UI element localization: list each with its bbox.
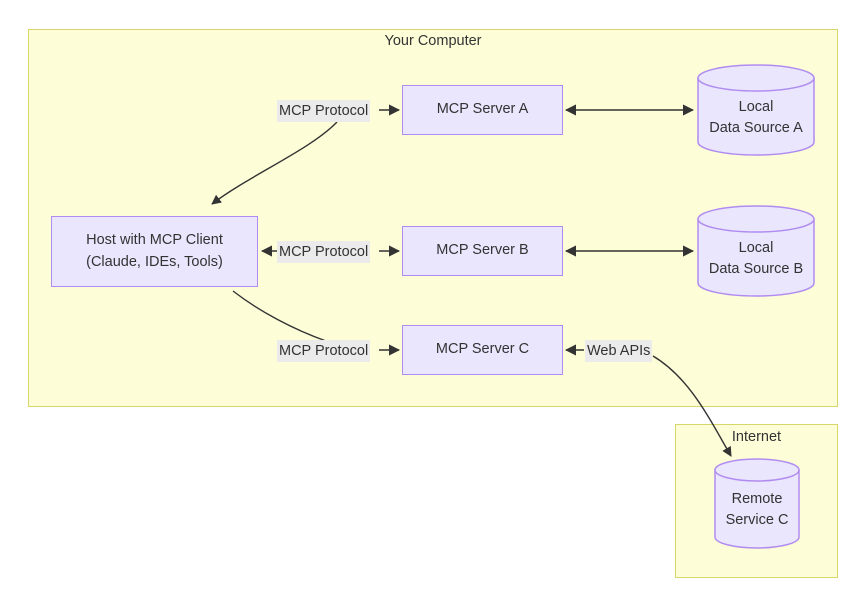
container-internet-label: Internet: [731, 429, 782, 445]
container-your-computer-label: Your Computer: [384, 33, 482, 49]
node-mcp-server-c-label: MCP Server C: [435, 341, 530, 358]
container-internet: [675, 424, 838, 578]
edge-label-web-apis: Web APIs: [585, 340, 653, 362]
node-host-label-line2: (Claude, IDEs, Tools): [86, 253, 223, 270]
node-host-with-mcp-client[interactable]: Host with MCP Client (Claude, IDEs, Tool…: [51, 216, 258, 287]
cylinder-shape-a: [697, 64, 815, 156]
edge-web-apis-to-remote-service-c: [652, 355, 732, 457]
node-mcp-server-b-label: MCP Server B: [436, 242, 529, 259]
cylinder-shape-c: [714, 458, 800, 549]
node-local-data-source-b[interactable]: Local Data Source B: [697, 205, 815, 297]
node-remote-service-c[interactable]: Remote Service C: [714, 458, 800, 549]
node-mcp-server-b[interactable]: MCP Server B: [402, 226, 563, 276]
node-local-data-source-a[interactable]: Local Data Source A: [697, 64, 815, 156]
edge-host-to-mcp-protocol-a: [211, 121, 338, 205]
node-host-label-line1: Host with MCP Client: [86, 232, 223, 249]
edge-host-to-mcp-protocol-c: [232, 290, 327, 342]
cylinder-shape-b: [697, 205, 815, 297]
node-mcp-server-c[interactable]: MCP Server C: [402, 325, 563, 375]
edge-label-mcp-protocol-c: MCP Protocol: [277, 340, 371, 362]
node-mcp-server-a[interactable]: MCP Server A: [402, 85, 563, 135]
edge-label-mcp-protocol-b: MCP Protocol: [277, 241, 371, 263]
node-mcp-server-a-label: MCP Server A: [436, 101, 529, 118]
edge-label-mcp-protocol-a: MCP Protocol: [277, 100, 371, 122]
